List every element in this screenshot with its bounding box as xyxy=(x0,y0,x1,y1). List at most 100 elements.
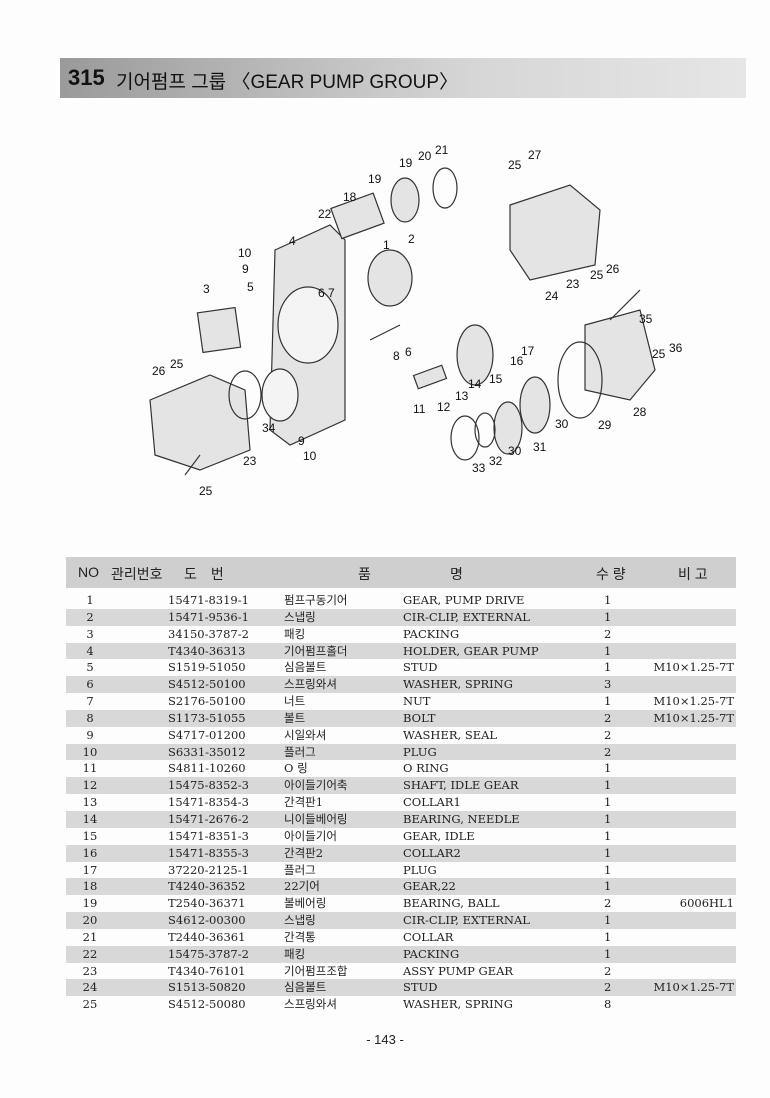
part-name-english: SHAFT, IDLE GEAR xyxy=(403,778,519,793)
part-name-english: COLLAR1 xyxy=(403,795,461,810)
quantity: 1 xyxy=(604,811,612,826)
part-name-korean: 패킹 xyxy=(284,946,306,961)
gear-31 xyxy=(493,401,523,455)
row-no: 11 xyxy=(82,761,98,776)
part-name-english: HOLDER, GEAR PUMP xyxy=(403,643,539,658)
callout-number: 15 xyxy=(489,372,503,386)
remark: M10×1.25-7T xyxy=(653,980,734,995)
part-number: 15471-8355-3 xyxy=(168,845,249,860)
shaft-22 xyxy=(330,192,385,240)
callout-number: 26 xyxy=(606,262,620,276)
row-no: 4 xyxy=(86,643,94,658)
part-number: S1519-51050 xyxy=(168,660,246,675)
row-no: 16 xyxy=(82,845,98,860)
callout-number: 28 xyxy=(633,405,647,419)
part-name-english: GEAR,22 xyxy=(403,879,456,894)
part-name-korean: 플러그 xyxy=(284,744,316,759)
callout-number: 30 xyxy=(555,417,569,431)
header-mgmt-no: 관리번호 xyxy=(111,566,163,582)
part-number: 15471-8319-1 xyxy=(168,593,249,607)
remark: 6006HL1 xyxy=(679,896,734,911)
part-name-english: GEAR, IDLE xyxy=(403,828,475,843)
callout-number: 1 xyxy=(383,238,390,252)
quantity: 1 xyxy=(604,879,612,894)
gear-30 xyxy=(519,376,551,434)
callout-number: 16 xyxy=(510,354,524,368)
ring-21 xyxy=(432,167,458,209)
quantity: 1 xyxy=(604,828,612,843)
callout-number: 17 xyxy=(521,344,535,358)
header-remark: 비 고 xyxy=(678,566,708,582)
part-number: 15471-2676-2 xyxy=(168,811,249,826)
part-number: T4240-36352 xyxy=(168,879,246,894)
callout-number: 9 xyxy=(242,262,249,276)
quantity: 1 xyxy=(604,862,612,877)
gear-drive xyxy=(367,249,413,307)
header-part-no: 도 번 xyxy=(184,566,224,582)
callout-number: 22 xyxy=(318,207,332,221)
part-name-english: CIR-CLIP, EXTERNAL xyxy=(403,913,530,928)
holder-bore xyxy=(277,286,339,364)
row-no: 10 xyxy=(82,744,98,759)
part-name-korean: 심음볼트 xyxy=(284,660,327,675)
quantity: 1 xyxy=(604,609,612,624)
quantity: 1 xyxy=(604,946,612,961)
o-ring-right xyxy=(557,341,603,419)
part-number: 15471-8351-3 xyxy=(168,828,249,843)
callout-number: 5 xyxy=(247,280,254,294)
part-name-english: O RING xyxy=(403,761,449,776)
part-number: S1173-51055 xyxy=(168,710,246,725)
part-name-korean: 패킹 xyxy=(284,626,306,641)
callout-number: 12 xyxy=(437,400,451,414)
part-name-english: BOLT xyxy=(403,710,436,725)
quantity: 2 xyxy=(604,727,612,742)
remark: M10×1.25-7T xyxy=(653,660,734,675)
callout-number: 26 xyxy=(152,364,166,378)
quantity: 2 xyxy=(604,626,612,641)
callout-number: 25 xyxy=(590,268,604,282)
callout-number: 21 xyxy=(435,143,449,157)
row-no: 15 xyxy=(82,828,98,843)
quantity: 2 xyxy=(604,744,612,759)
callout-number: 18 xyxy=(343,190,357,204)
part-name-english: PLUG xyxy=(403,862,437,877)
callout-number: 4 xyxy=(289,234,296,248)
o-ring-left xyxy=(228,370,262,420)
bolt-25 xyxy=(184,454,201,476)
part-name-english: WASHER, SPRING xyxy=(403,997,513,1012)
part-name-korean: 시일와셔 xyxy=(284,727,327,742)
part-name-english: STUD xyxy=(403,980,438,995)
part-name-korean: 기어펌프조합 xyxy=(284,963,348,978)
gear-pump-right xyxy=(509,184,601,281)
row-no: 18 xyxy=(82,879,98,894)
part-number: T4340-36313 xyxy=(168,643,246,658)
bolt-8 xyxy=(369,324,401,341)
part-name-english: BEARING, BALL xyxy=(403,896,500,911)
quantity: 1 xyxy=(604,778,612,793)
part-name-korean: 펌프구동기어 xyxy=(284,593,348,607)
callout-number: 24 xyxy=(545,289,559,303)
part-name-english: NUT xyxy=(403,694,431,709)
row-no: 2 xyxy=(86,609,94,624)
row-no: 19 xyxy=(82,896,98,911)
part-number: 15471-9536-1 xyxy=(168,609,249,624)
row-no: 3 xyxy=(86,626,94,641)
section-title: 기어펌프 그룹 〈GEAR PUMP GROUP〉 xyxy=(116,72,459,93)
quantity: 1 xyxy=(604,694,612,709)
part-name-english: COLLAR xyxy=(403,929,454,944)
part-name-english: PACKING xyxy=(403,946,460,961)
quantity: 1 xyxy=(604,795,612,810)
callout-number: 14 xyxy=(468,377,482,391)
part-number: S4811-10260 xyxy=(168,761,246,776)
part-number: 15475-8352-3 xyxy=(168,778,249,793)
